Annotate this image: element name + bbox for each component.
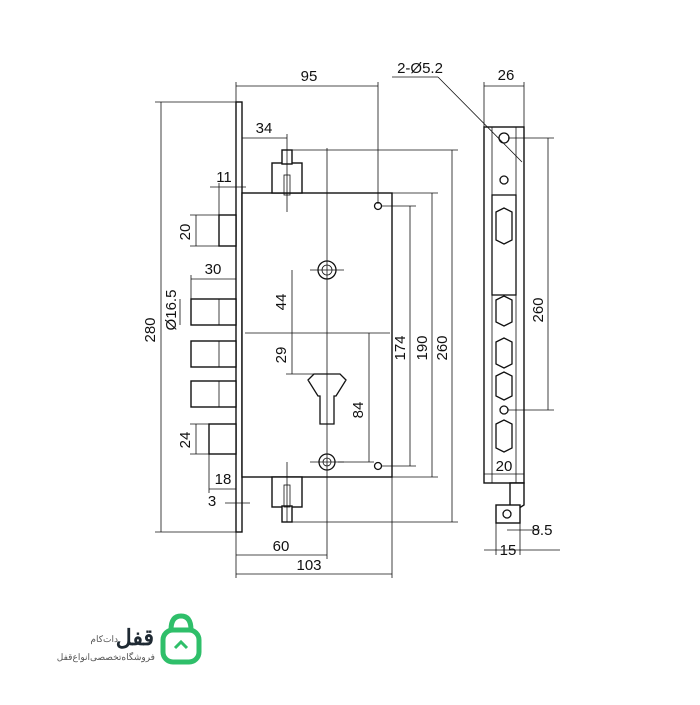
dim-84: 84 [350,402,367,419]
top-bolt [271,149,303,212]
brand-logo: قفل دات‌کام فروشگاه‌تخصصی‌انواع‌قفل [57,613,202,665]
latch [218,214,237,247]
dim-3: 3 [208,493,216,510]
handle-spindle [310,260,344,280]
dim-dia-16-5: Ø16.5 [163,290,180,331]
dim-18: 18 [215,471,232,488]
dimension-labels: 95 34 11 20 30 Ø16.5 280 44 29 84 174 19… [142,68,451,574]
bottom-bolt [271,462,303,523]
brand-domain: دات‌کام [90,634,118,645]
brand-name: قفل [116,625,154,650]
lock-case [241,192,393,478]
dim-174: 174 [392,335,409,360]
dim-260: 260 [434,335,451,360]
dim-103: 103 [296,557,321,574]
dim-190: 190 [414,335,431,360]
dim-29: 29 [273,347,290,364]
dim-95: 95 [301,68,318,85]
front-plate [235,101,243,533]
cylinder-cutout [307,373,347,425]
brand-tagline: فروشگاه‌تخصصی‌انواع‌قفل [57,651,155,663]
dim-15: 15 [500,542,517,559]
dim-26: 26 [498,67,515,84]
side-dimension-labels: 2-Ø5.2 26 260 20 8.5 15 [397,60,552,559]
dim-34: 34 [256,120,273,137]
dim-2-holes: 2-Ø5.2 [397,60,443,77]
dimension-lines [155,82,458,578]
dim-24: 24 [177,432,194,449]
dim-8-5: 8.5 [532,522,553,539]
dim-280: 280 [142,317,159,342]
dim-faceplate-260: 260 [530,297,547,322]
faceplate-side-view [392,76,525,524]
side-dimension-lines [483,82,560,555]
dim-60: 60 [273,538,290,555]
dim-11: 11 [216,169,232,186]
dim-20-side: 20 [496,458,513,475]
lock-logo-icon [160,613,202,665]
hole-bottom [373,461,383,471]
dim-44: 44 [273,294,290,311]
dim-30: 30 [205,261,222,278]
round-bolts [190,298,237,455]
dim-20: 20 [177,224,194,241]
